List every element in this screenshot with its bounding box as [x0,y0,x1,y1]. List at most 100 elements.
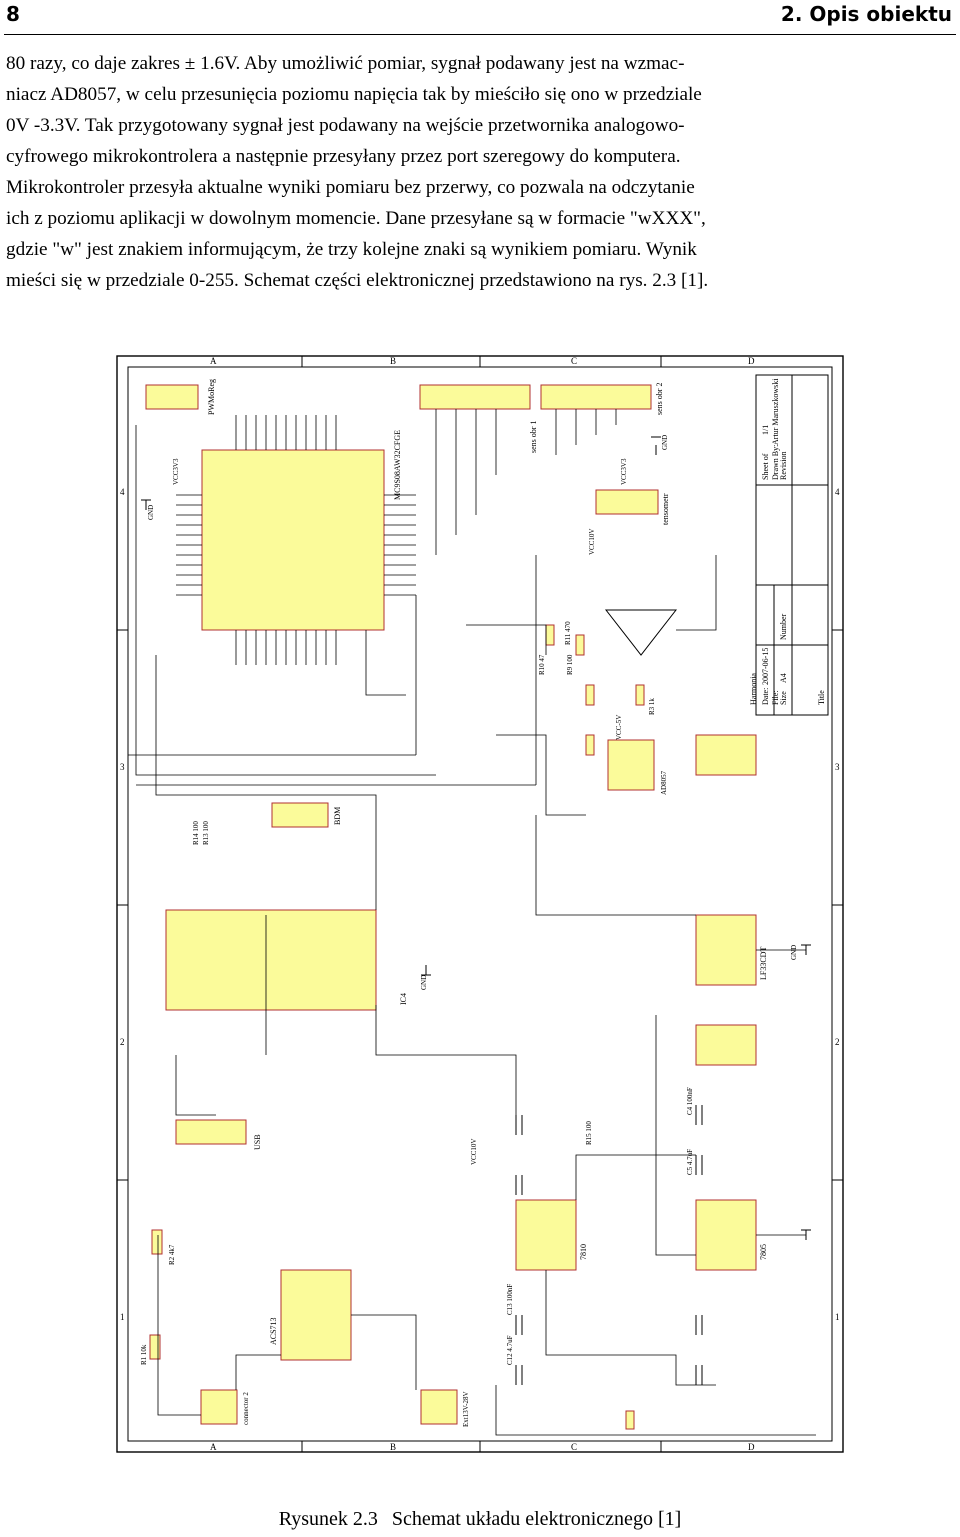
mcu-pins [176,415,416,665]
zone-number: 4 [120,487,125,497]
ad8057-chip: AD8057 [607,739,668,795]
vcc33-label: VCC3V3 [620,458,628,485]
zone-letter: B [390,1442,396,1452]
regulators [515,734,757,1271]
vcc10-label: VCC10V [470,1139,478,1165]
title-block-number: Number [779,613,788,640]
connector-2: connector 2 [200,1389,250,1425]
port1-label: sens obr 1 [529,421,538,453]
body-line: Mikrokontroler przesyła aktualne wyniki … [6,177,695,198]
page-number: 8 [6,2,20,26]
vcc5-label: VCC-5V [615,715,623,740]
title-block-sheet: Sheet of [761,453,770,480]
r3-label: R3 1k [648,698,656,715]
usb-label: USB [253,1134,262,1150]
header-rule [4,34,956,35]
usb-connector: USB [175,1119,262,1150]
current-sensor-label: ACS713 [269,1317,278,1345]
title-block-size-value: A4 [779,673,788,683]
zone-letter: B [390,356,396,366]
figure-caption-text: Schemat układu elektronicznego [1] [391,1508,682,1530]
gnd-label: GND [790,945,798,960]
resistor-group [149,624,645,1430]
title-block-title-value: Harmonia [749,673,758,705]
circuit-schematic: A B C D A B C D 4 3 2 1 4 3 2 1 Title Si… [116,355,844,1453]
wiring [135,425,816,1436]
reg1-label: 7810 [579,1244,588,1260]
tensometer-label: tensometr [661,493,670,525]
zone-letter: A [210,1442,217,1452]
section-title: 2. Opis obiektu [780,2,952,26]
port-wires [128,409,617,786]
r2-label: R2 4k7 [168,1244,176,1265]
running-header: 8 2. Opis obiektu [0,0,960,35]
ext-label: Ext13V-28V [462,1391,470,1427]
title-block-title: Title [817,690,826,705]
body-paragraph: 80 razy, co daje zakres ± 1.6V. Aby umoż… [6,48,956,296]
title-block-sheet-value: 1/1 [761,425,770,435]
mcu-chip: MC9S08AW32CFGE [201,430,402,631]
title-block-file: File: [771,690,780,705]
gnd-label: GND [147,505,155,520]
zone-letter: C [571,356,577,366]
zone-number: 1 [120,1312,125,1322]
title-block-date: Date: [761,688,770,705]
zone-number: 1 [835,1312,840,1322]
port2-label: sens obr 2 [655,383,664,415]
body-line: 80 razy, co daje zakres ± 1.6V. Aby umoż… [6,53,685,74]
reg3-label: LF33CDT [759,947,768,980]
figure-caption: Rysunek 2.3 Schemat układu elektroniczneg… [0,1508,960,1531]
figure-label: Rysunek 2.3 [278,1508,378,1530]
zone-ticks [117,356,843,1452]
tensometer-connector: tensometr [595,489,670,525]
zone-letter: A [210,356,217,366]
r9-label: R9 100 [566,654,574,675]
op-amp-triangle [604,609,678,656]
body-line: ich z poziomu aplikacji w dowolnym momen… [6,208,706,229]
usb-ic-label: IC4 [399,993,408,1005]
zone-number: 3 [835,762,840,772]
title-block: Title Size A4 Number Revision Date: 2007… [749,374,829,716]
gnd-label: GND [420,975,428,990]
zone-number: 2 [835,1037,840,1047]
zone-number: 4 [835,487,840,497]
c12-label: C12 4.7uF [506,1335,514,1365]
reg2-label: 7805 [759,1244,768,1260]
pwm-label: PWMoReg [207,379,216,415]
amp-label: AD8057 [660,770,668,795]
body-line: cyfrowego mikrokontrolera a następnie pr… [6,146,681,167]
r10-label: R10 47 [538,654,546,675]
r15-label: R15 100 [585,1121,593,1145]
current-sensor: ACS713 [269,1269,352,1361]
zone-number: 2 [120,1037,125,1047]
bdm-connector: BDM [271,802,342,828]
r14-label: R14 100 [192,821,200,845]
body-line: mieści się w przedziale 0-255. Schemat c… [6,270,709,291]
title-block-size: Size [779,691,788,705]
c4-label: C4 100nF [686,1087,694,1115]
title-block-drawn-value: Artur Maruszkowski [771,378,780,445]
body-line: 0V -3.3V. Tak przygotowany sygnał jest p… [6,115,685,136]
gnd-label: GND [661,435,669,450]
zone-number: 3 [120,762,125,772]
r13-label: R13 100 [202,821,210,845]
zone-letter: C [571,1442,577,1452]
body-line: gdzie "w" jest znakiem informującym, że … [6,239,697,260]
bdm-label: BDM [333,807,342,825]
title-block-drawn: Drawn By: [771,445,780,480]
title-block-revision: Revision [779,452,788,480]
body-line: niacz AD8057, w celu przesunięcia poziom… [6,84,702,105]
sensor-port-2: sens obr 2 [540,383,664,415]
pwm-connector: PWMoReg [145,379,216,415]
vcc10-label: VCC10V [588,529,596,555]
c13-label: C13 100nF [506,1284,514,1315]
vcc33-label: VCC3V3 [172,458,180,485]
title-block-date-value: 2007-06-15 [761,648,770,685]
sensor-port-1: sens obr 1 [419,384,538,453]
ground-symbols [141,436,811,1240]
connector2-label: connector 2 [242,1392,250,1425]
mcu-label: MC9S08AW32CFGE [393,430,402,500]
zone-letter: D [748,1442,755,1452]
c5-label: C5 4.7uF [686,1149,694,1175]
capacitors [515,1105,703,1385]
